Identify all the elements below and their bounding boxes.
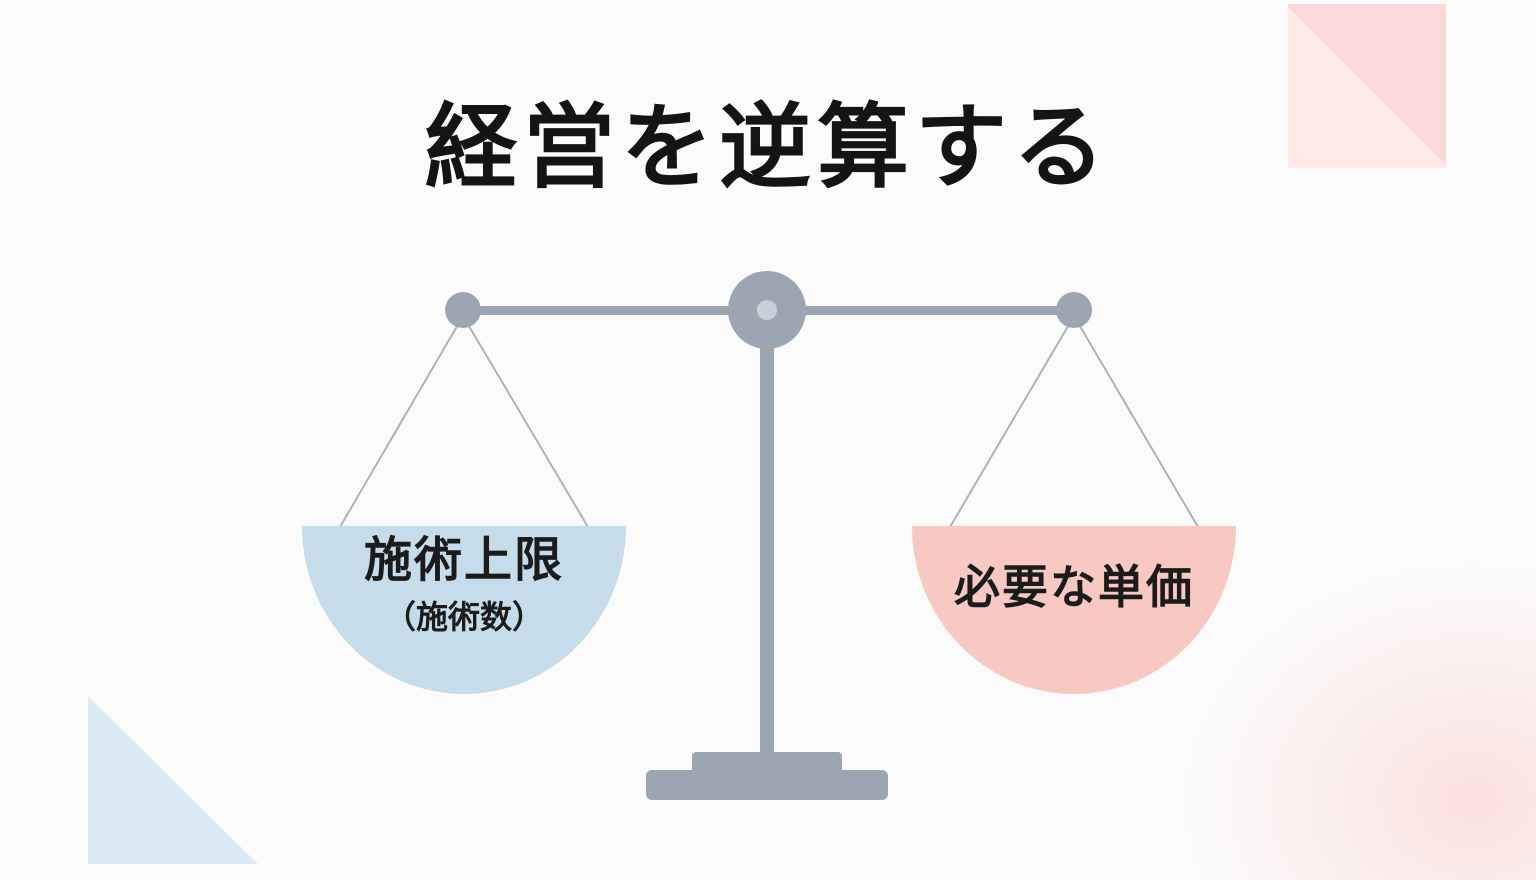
slide-title: 経営を逆算する <box>424 93 1111 201</box>
right-beam-knob <box>1056 292 1092 328</box>
scale-center-hub-inner <box>757 300 777 320</box>
scale-pillar <box>760 330 774 758</box>
left-pan-strings <box>339 315 589 528</box>
left-beam-knob <box>445 292 481 328</box>
right-pan-label: 必要な単価 <box>954 560 1194 614</box>
left-pan-sublabel: （施術数） <box>383 598 544 636</box>
right-pan <box>912 526 1236 694</box>
scale-base-upper <box>692 752 842 774</box>
decorative-corner-top-right <box>1288 4 1446 168</box>
left-pan-label: 施術上限 <box>363 532 564 588</box>
left-pan <box>302 526 626 694</box>
scale-base-lower <box>646 770 888 800</box>
right-pan-strings <box>949 315 1199 528</box>
decorative-glow-bottom-right <box>1180 560 1536 880</box>
